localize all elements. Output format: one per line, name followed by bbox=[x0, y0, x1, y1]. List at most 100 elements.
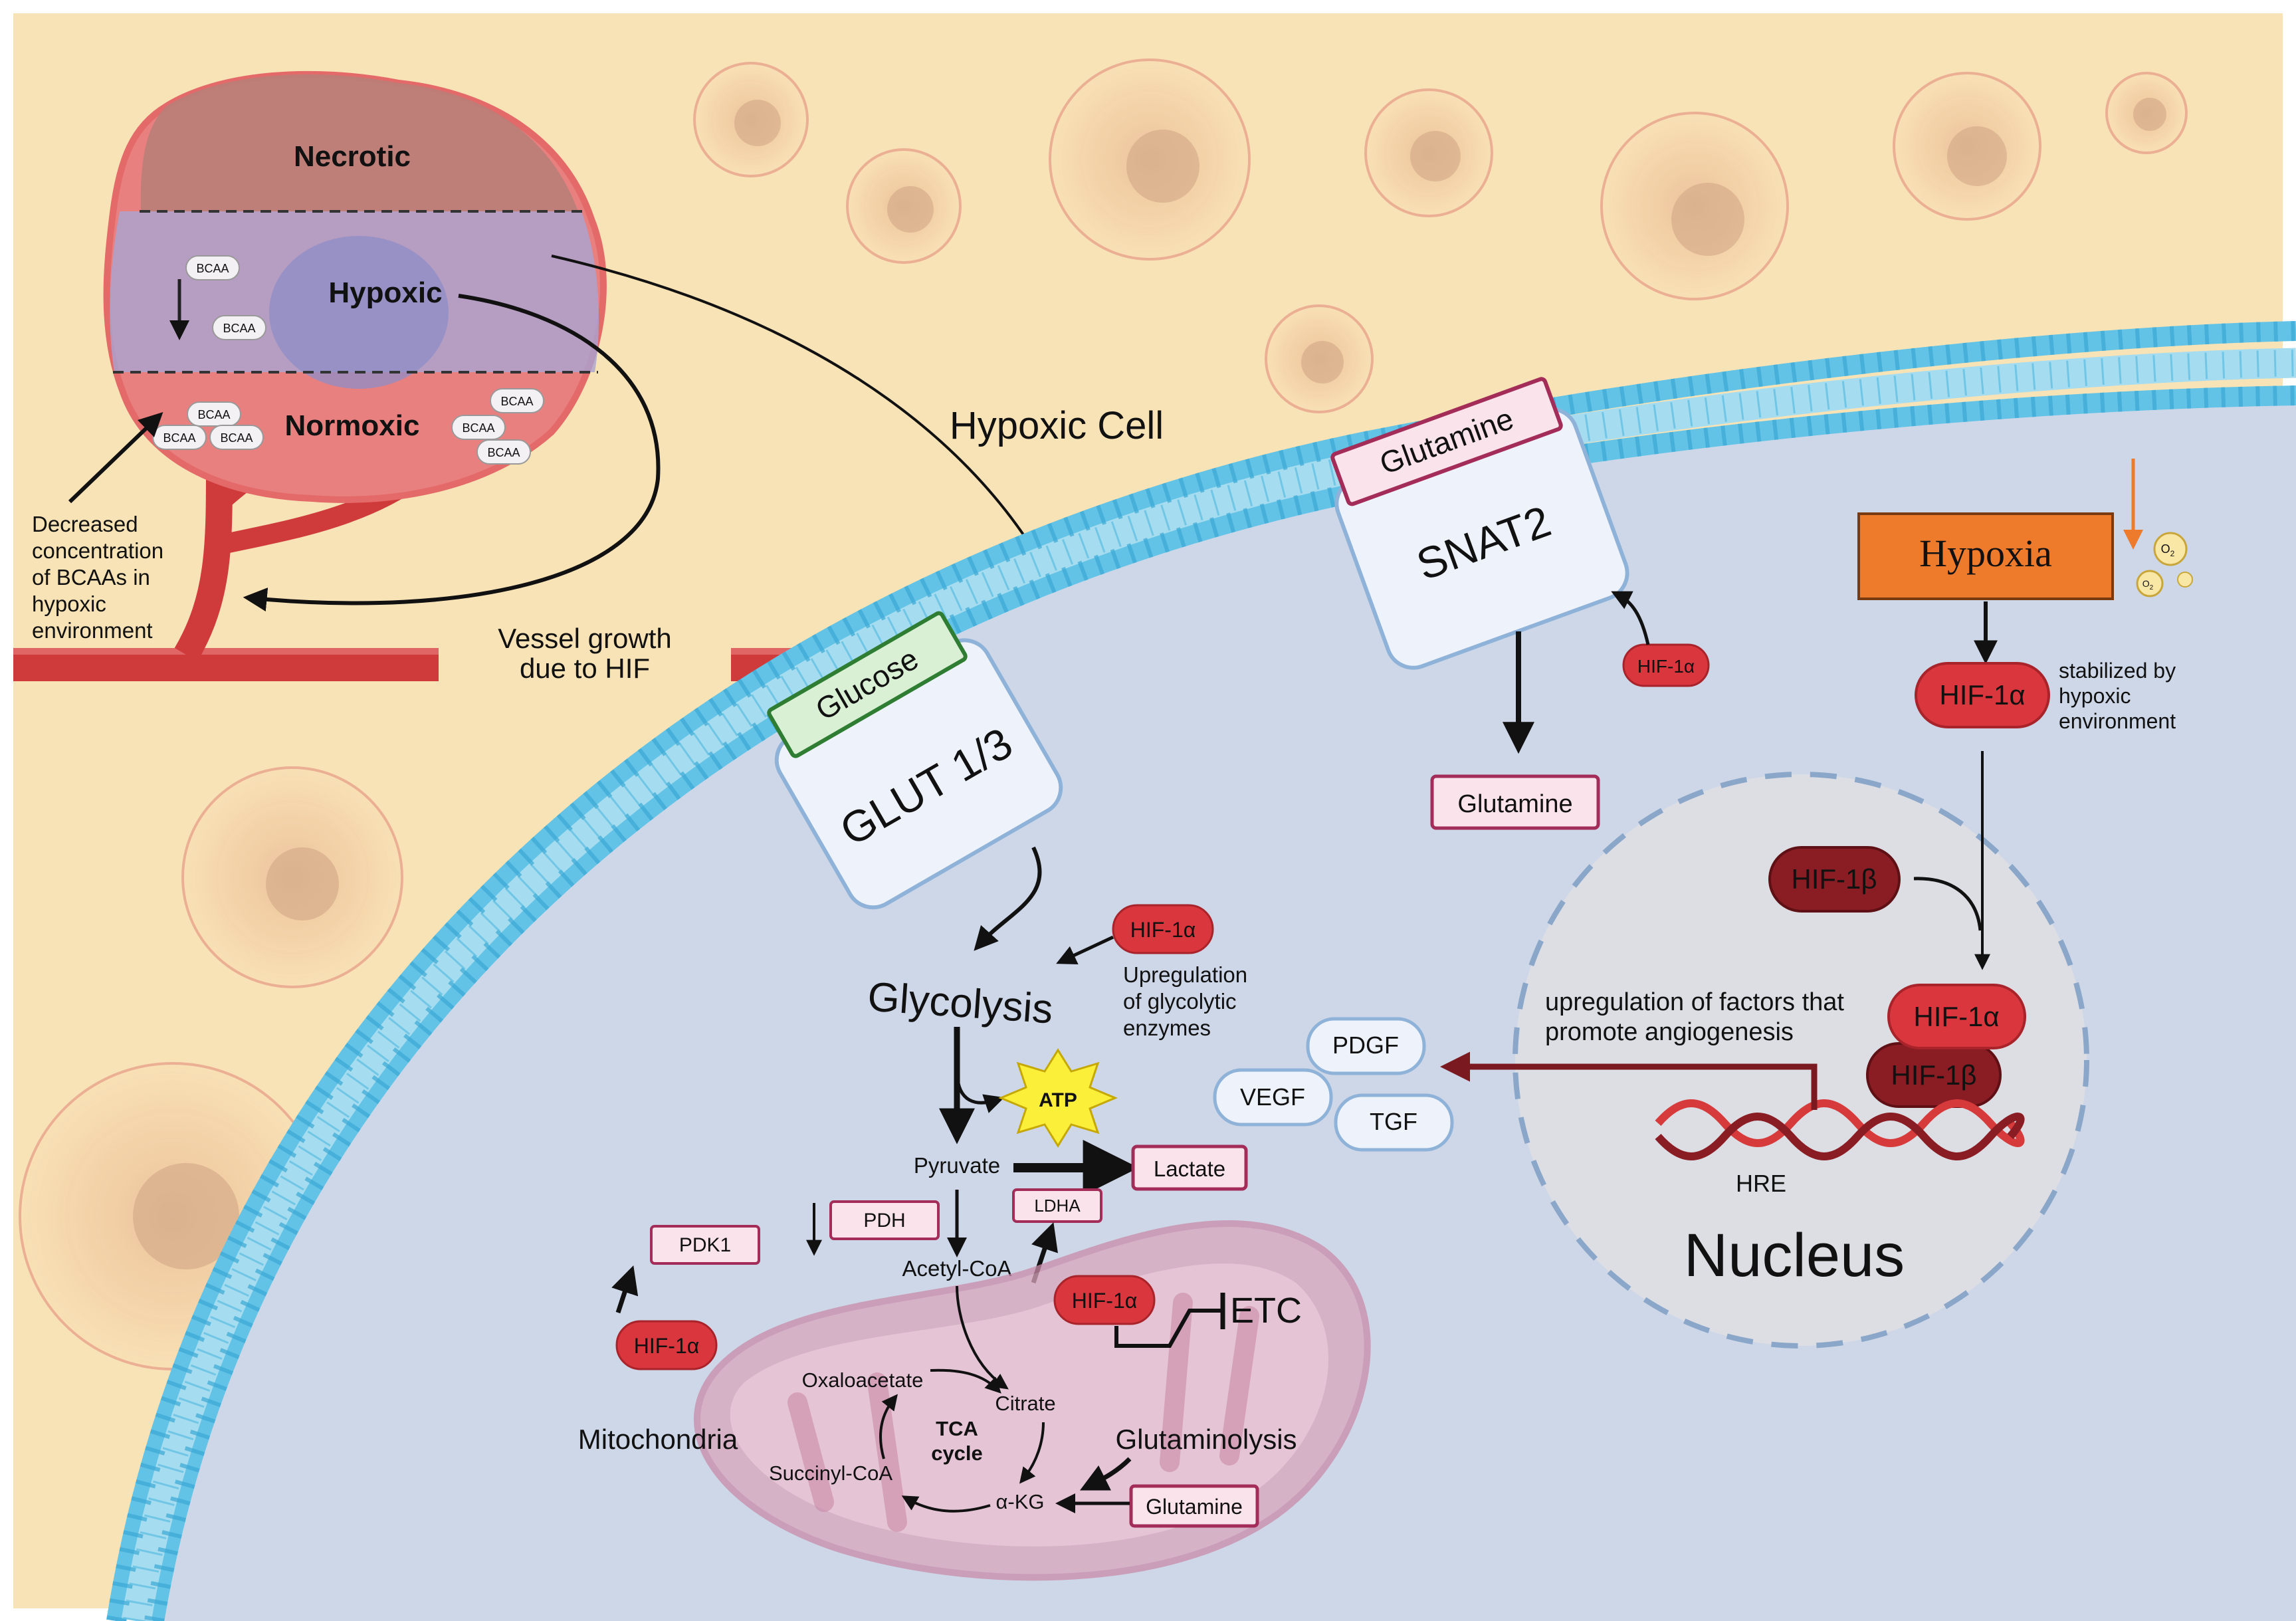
svg-text:BCAA: BCAA bbox=[462, 421, 494, 435]
svg-text:HIF-1α: HIF-1α bbox=[634, 1334, 700, 1358]
svg-text:BCAA: BCAA bbox=[500, 395, 533, 408]
svg-text:HIF-1α: HIF-1α bbox=[1130, 918, 1196, 942]
svg-text:PDGF: PDGF bbox=[1332, 1031, 1399, 1059]
svg-text:hypoxic: hypoxic bbox=[2059, 684, 2131, 708]
zoom-arrow bbox=[551, 255, 1050, 578]
tgf-pill: TGF bbox=[1334, 1093, 1454, 1152]
bg-cell bbox=[1893, 72, 2041, 221]
svg-text:hypoxic: hypoxic bbox=[32, 592, 106, 616]
hypoxic-label: Hypoxic bbox=[328, 276, 442, 309]
acetyl-coa-label: Acetyl-CoA bbox=[902, 1256, 1011, 1281]
svg-text:of glycolytic: of glycolytic bbox=[1123, 989, 1237, 1014]
hif1b-complex: HIF-1β bbox=[1866, 1042, 2002, 1108]
svg-text:HIF-1β: HIF-1β bbox=[1791, 863, 1877, 895]
bcaa-pill: BCAA bbox=[187, 401, 241, 427]
bcaa-note: Decreased concentration of BCAAs in hypo… bbox=[32, 512, 163, 643]
hif1a-snat-arrow bbox=[1611, 591, 1650, 645]
snat2-transporter: SNAT2 Glutamine bbox=[1330, 377, 1629, 670]
svg-text:O2: O2 bbox=[2161, 542, 2175, 558]
pdk1-box: PDK1 bbox=[650, 1225, 760, 1265]
pyruvate-label: Pyruvate bbox=[914, 1153, 1000, 1178]
svg-text:BCAA: BCAA bbox=[220, 431, 253, 445]
bg-cell bbox=[693, 62, 809, 177]
tca-label-1: TCA bbox=[936, 1417, 978, 1440]
upregulation-note: upregulation of factors that promote ang… bbox=[1545, 988, 1844, 1046]
mito-glutamine-box: Glutamine bbox=[1129, 1484, 1259, 1528]
svg-text:concentration: concentration bbox=[32, 538, 163, 563]
svg-text:LDHA: LDHA bbox=[1034, 1196, 1081, 1216]
glucose-substrate: Glucose bbox=[767, 611, 968, 758]
svg-text:Upregulation: Upregulation bbox=[1123, 962, 1247, 987]
svg-text:environment: environment bbox=[2059, 709, 2176, 733]
hif-vessel-arrow bbox=[243, 294, 661, 611]
cell-membrane bbox=[106, 321, 2296, 1621]
bcaa-pill: BCAA bbox=[451, 415, 506, 440]
pdgf-pill: PDGF bbox=[1306, 1017, 1426, 1075]
bg-cell bbox=[1600, 112, 1789, 300]
hif1a-pill-etc: HIF-1α bbox=[1053, 1275, 1156, 1325]
glycolysis-note: Upregulation of glycolytic enzymes bbox=[1123, 962, 1247, 1040]
bcaa-note-arrow bbox=[68, 412, 163, 504]
lactate-box: Lactate bbox=[1131, 1144, 1248, 1191]
svg-text:O2: O2 bbox=[2142, 578, 2154, 592]
svg-text:HIF-1α: HIF-1α bbox=[1939, 679, 2025, 710]
svg-text:Decreased: Decreased bbox=[32, 512, 138, 536]
bcaa-pills: BCAA BCAA BCAA BCAA BCAA BCAA BCAA BCAA bbox=[152, 255, 544, 465]
svg-text:enzymes: enzymes bbox=[1123, 1016, 1211, 1040]
akg-label: α-KG bbox=[995, 1490, 1044, 1513]
bg-cell bbox=[1364, 88, 1493, 217]
tca-label-2: cycle bbox=[931, 1442, 983, 1465]
stabilized-note: stabilized by hypoxic environment bbox=[2059, 659, 2176, 733]
hif1a-pill-snat: HIF-1α bbox=[1622, 643, 1710, 687]
svg-text:environment: environment bbox=[32, 618, 153, 643]
o2-molecule: O2 bbox=[2153, 532, 2188, 566]
svg-text:HIF-1β: HIF-1β bbox=[1891, 1059, 1976, 1091]
svg-text:of BCAAs in: of BCAAs in bbox=[32, 565, 150, 590]
svg-text:HIF-1α: HIF-1α bbox=[1072, 1289, 1138, 1313]
bcaa-pill: BCAA bbox=[185, 255, 240, 280]
svg-text:PDH: PDH bbox=[863, 1210, 905, 1232]
o2-molecule: O2 bbox=[2136, 570, 2164, 597]
nucleus bbox=[1513, 772, 2089, 1349]
bg-cell bbox=[846, 148, 962, 264]
bcaa-pill: BCAA bbox=[490, 388, 544, 413]
ldha-box: LDHA bbox=[1012, 1188, 1102, 1223]
o2-molecule bbox=[2177, 572, 2193, 588]
hre-label: HRE bbox=[1736, 1170, 1786, 1197]
oxygen-molecules: O2 O2 bbox=[2136, 532, 2193, 597]
svg-text:due to HIF: due to HIF bbox=[520, 653, 650, 684]
etc-label: ETC bbox=[1230, 1291, 1302, 1331]
svg-text:PDK1: PDK1 bbox=[679, 1234, 731, 1256]
hif1a-glycolysis-arrow bbox=[1056, 935, 1114, 964]
svg-text:BCAA: BCAA bbox=[487, 446, 520, 459]
succinyl-coa-label: Succinyl-CoA bbox=[769, 1461, 892, 1485]
glutaminolysis-label: Glutaminolysis bbox=[1115, 1424, 1297, 1455]
hif1b-arrow bbox=[1913, 877, 1982, 931]
svg-text:HIF-1α: HIF-1α bbox=[1637, 656, 1695, 677]
svg-text:Glutamine: Glutamine bbox=[1457, 790, 1572, 818]
bcaa-pill: BCAA bbox=[209, 425, 264, 450]
svg-text:TGF: TGF bbox=[1370, 1108, 1417, 1135]
bg-cell bbox=[1049, 58, 1251, 261]
svg-text:Vessel growth: Vessel growth bbox=[498, 623, 671, 654]
hif1a-complex: HIF-1α bbox=[1887, 984, 2026, 1049]
glutamine-box: Glutamine bbox=[1430, 774, 1600, 830]
oxaloacetate-label: Oxaloacetate bbox=[802, 1368, 924, 1392]
dna-helix bbox=[1655, 1099, 2025, 1160]
svg-text:BCAA: BCAA bbox=[196, 262, 229, 275]
pdh-box: PDH bbox=[829, 1200, 940, 1240]
svg-text:BCAA: BCAA bbox=[223, 322, 255, 335]
svg-text:BCAA: BCAA bbox=[163, 431, 195, 445]
svg-text:Hypoxia: Hypoxia bbox=[1919, 532, 2052, 575]
normoxic-label: Normoxic bbox=[285, 409, 420, 442]
hif1a-etc-inhibit bbox=[1114, 1309, 1223, 1348]
hypoxic-cell-label: Hypoxic Cell bbox=[950, 404, 1164, 447]
bcaa-pill: BCAA bbox=[212, 315, 266, 340]
svg-text:Lactate: Lactate bbox=[1154, 1156, 1225, 1181]
hypoxic-core bbox=[269, 236, 449, 389]
atp-burst: ATP bbox=[998, 1048, 1118, 1148]
bg-cell bbox=[181, 766, 403, 988]
atp-branch-arrow bbox=[955, 1069, 1005, 1113]
acetylcoa-citrate-arrow bbox=[956, 1285, 1009, 1390]
